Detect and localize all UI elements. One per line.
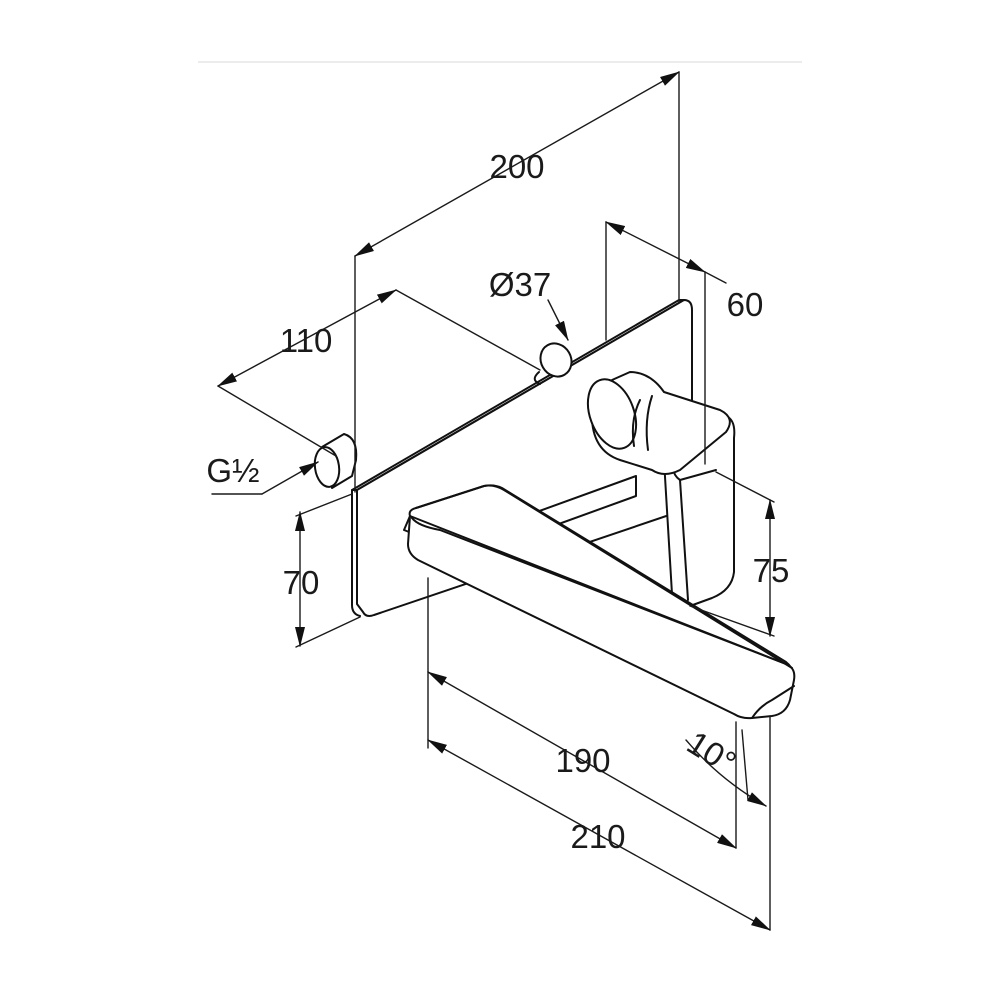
faucet-body	[313, 299, 796, 720]
dim-label-60: 60	[727, 286, 764, 323]
plate-side-edge	[351, 489, 361, 617]
lever-front-edge	[679, 479, 689, 601]
lever-handle	[586, 371, 731, 475]
spout	[403, 475, 796, 720]
dim-label-210: 210	[570, 818, 625, 855]
dim-label-110: 110	[280, 322, 333, 359]
spout-back-edge	[415, 484, 793, 669]
spout-body	[407, 515, 796, 720]
dim-label-angle-10: 10°	[681, 724, 743, 782]
dimension-lines	[211, 71, 775, 931]
dim-label-200: 200	[489, 148, 544, 185]
spout-tip-edge	[751, 685, 795, 719]
inlet-pipe	[313, 433, 358, 489]
dim-label-190: 190	[555, 742, 610, 779]
dim-label-diameter-37: Ø37	[489, 266, 551, 303]
dim-label-75: 75	[753, 552, 790, 589]
dim-label-70: 70	[283, 564, 320, 601]
dim-label-thread: G½	[206, 452, 259, 489]
spout-top-edge	[411, 517, 787, 665]
rear-cylinder	[533, 342, 573, 385]
